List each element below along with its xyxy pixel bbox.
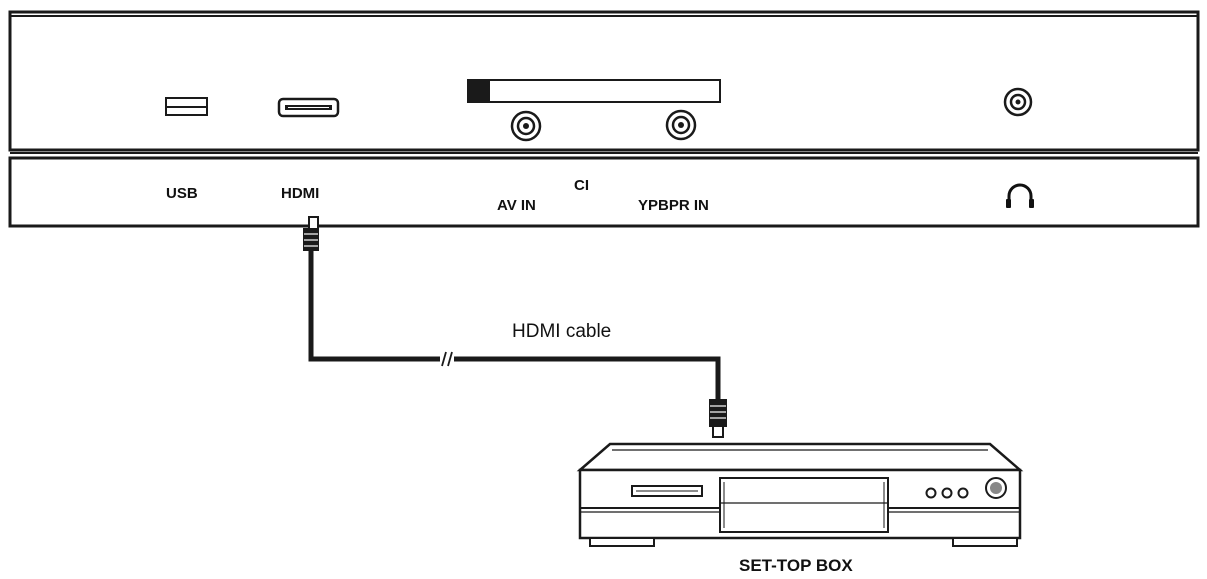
set-top-box-label: SET-TOP BOX [739,556,853,575]
hdmi-label: HDMI [281,185,319,202]
stb-foot-left [589,537,655,547]
ci-label: CI [574,177,589,194]
panel-label-section [8,156,1200,228]
headphone-icon [1006,183,1034,208]
stb-disc-tray [719,477,889,533]
hdmi-plug-tv [308,216,319,230]
hdmi-cable-label: HDMI cable [512,321,611,342]
cable-wire [308,251,721,399]
stb-button-1 [925,487,937,499]
stb-foot-right [952,537,1018,547]
stb-button-3 [957,487,969,499]
tv-panel: USB HDMI AV IN CI YPBPR IN [8,10,1200,228]
ypbpr-in-jack [665,109,697,141]
usb-port [165,97,208,116]
hdmi-plug-box [712,425,724,438]
ci-slot [467,79,721,103]
hdmi-port [277,97,340,118]
stb-top [576,442,1024,472]
stb-button-2 [941,487,953,499]
ypbpr-in-label: YPBPR IN [638,197,709,214]
hdmi-plug-box-body [709,399,727,427]
av-in-jack [510,110,542,142]
av-in-label: AV IN [497,197,536,214]
hdmi-cable: HDMI cable [303,216,727,438]
usb-label: USB [166,185,198,202]
set-top-box: SET-TOP BOX [576,442,1024,575]
headphone-jack [1003,87,1033,117]
